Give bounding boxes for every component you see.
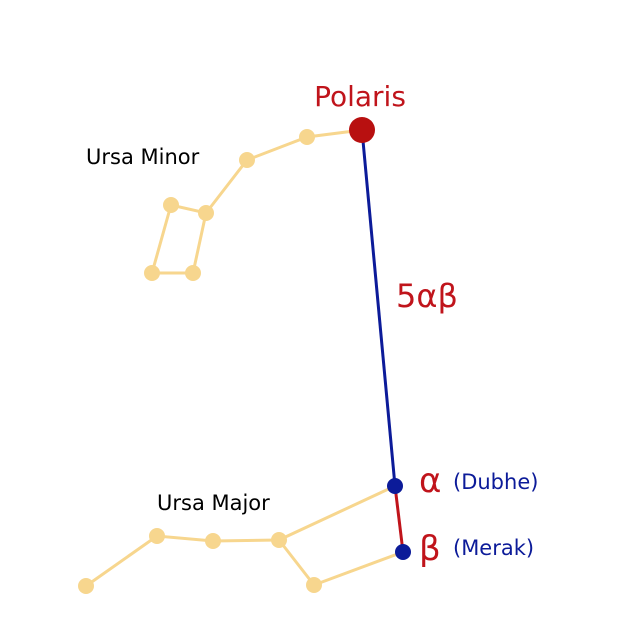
polaris-label: Polaris (314, 80, 406, 113)
ursa-minor-label: Ursa Minor (86, 145, 200, 169)
ursa-major-stars (78, 528, 322, 594)
ursa-minor-stars (144, 129, 315, 281)
ursa-major-label: Ursa Major (157, 491, 270, 515)
star (144, 265, 160, 281)
star (306, 577, 322, 593)
star (299, 129, 315, 145)
merak-star (395, 544, 411, 560)
star (198, 205, 214, 221)
star (163, 197, 179, 213)
alpha-symbol: α (419, 461, 441, 501)
dubhe-star (387, 478, 403, 494)
dubhe-label: (Dubhe) (453, 470, 538, 494)
polaris-dubhe-line (360, 129, 397, 487)
polaris-star (349, 117, 375, 143)
star (185, 265, 201, 281)
ursa-major-lines (85, 484, 404, 588)
star (239, 152, 255, 168)
star (205, 533, 221, 549)
star (271, 532, 287, 548)
star (149, 528, 165, 544)
distance-label: 5αβ (396, 277, 458, 315)
merak-label: (Merak) (453, 536, 534, 560)
star (78, 578, 94, 594)
dubhe-merak-line (393, 485, 405, 553)
beta-symbol: β (419, 529, 441, 569)
